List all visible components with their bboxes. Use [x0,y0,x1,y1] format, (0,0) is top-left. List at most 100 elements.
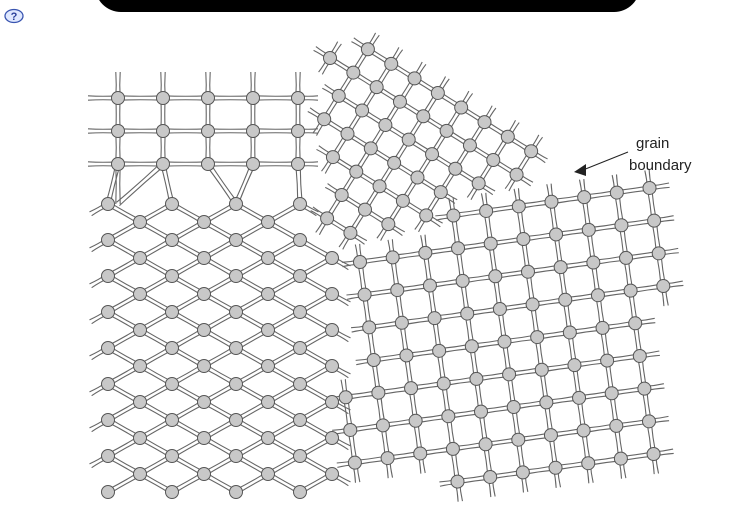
atom [294,414,307,427]
atom [437,377,450,390]
atom [489,270,502,283]
atom [434,186,447,199]
atom [463,139,476,152]
atom [294,270,307,283]
atom [166,450,179,463]
atom [166,414,179,427]
atom [440,124,453,137]
atom [348,456,361,469]
bond [119,166,164,206]
atom [350,165,363,178]
atom [545,195,558,208]
atom [550,228,563,241]
atom [393,95,406,108]
atom [587,256,600,269]
atom [157,125,170,138]
atom [344,423,357,436]
atom [166,234,179,247]
atom [364,142,377,155]
atom [358,288,371,301]
atom [451,475,464,488]
atom [356,104,369,117]
atom [324,52,337,65]
atom [376,419,389,432]
atom [134,468,147,481]
atom [414,447,427,460]
atom [381,452,394,465]
atom [292,92,305,105]
atom [559,293,572,306]
atom [461,307,474,320]
atom [318,113,331,126]
atom [479,438,492,451]
atom [573,391,586,404]
atom [230,342,243,355]
atom [472,177,485,190]
atom [361,43,374,56]
atom [292,158,305,171]
atom [395,316,408,329]
atom [642,415,655,428]
atom [198,288,211,301]
atom [230,378,243,391]
atom [134,360,147,373]
atom [420,209,433,222]
atom [568,359,581,372]
atom [102,378,115,391]
atom [292,125,305,138]
atom [484,237,497,250]
atom [408,72,421,85]
atom [385,57,398,70]
annotation-leader-line [583,152,628,170]
atom [624,284,637,297]
atom [525,145,538,158]
atom [470,372,483,385]
atom [198,216,211,229]
atom [442,410,455,423]
atom [531,331,544,344]
atom [166,342,179,355]
atom [510,168,523,181]
atom [540,396,553,409]
atom [102,198,115,211]
annotation-label-boundary: boundary [629,157,692,174]
atom [638,382,651,395]
atom [549,461,562,474]
atom [198,468,211,481]
atom [433,344,446,357]
atom [480,204,493,217]
atom [657,280,670,293]
atom [423,279,436,292]
atom [230,486,243,499]
atom [615,219,628,232]
atom [358,203,371,216]
atom [262,396,275,409]
atom [400,349,413,362]
atom [294,234,307,247]
atom [652,247,665,260]
atom [294,450,307,463]
atom [373,180,386,193]
atom [157,158,170,171]
atom [102,414,115,427]
atom [478,116,491,129]
atom [388,156,401,169]
atom [382,218,395,231]
atom [396,194,409,207]
atom [134,396,147,409]
atom [648,214,661,227]
atom [262,288,275,301]
atom [402,133,415,146]
atom [455,101,468,114]
atom [643,181,656,194]
atom [247,158,260,171]
atom [426,148,439,161]
atom [629,317,642,330]
atom [294,342,307,355]
atom [419,246,432,259]
atom [347,66,360,79]
atom [198,252,211,265]
atom [262,252,275,265]
atom [367,354,380,367]
